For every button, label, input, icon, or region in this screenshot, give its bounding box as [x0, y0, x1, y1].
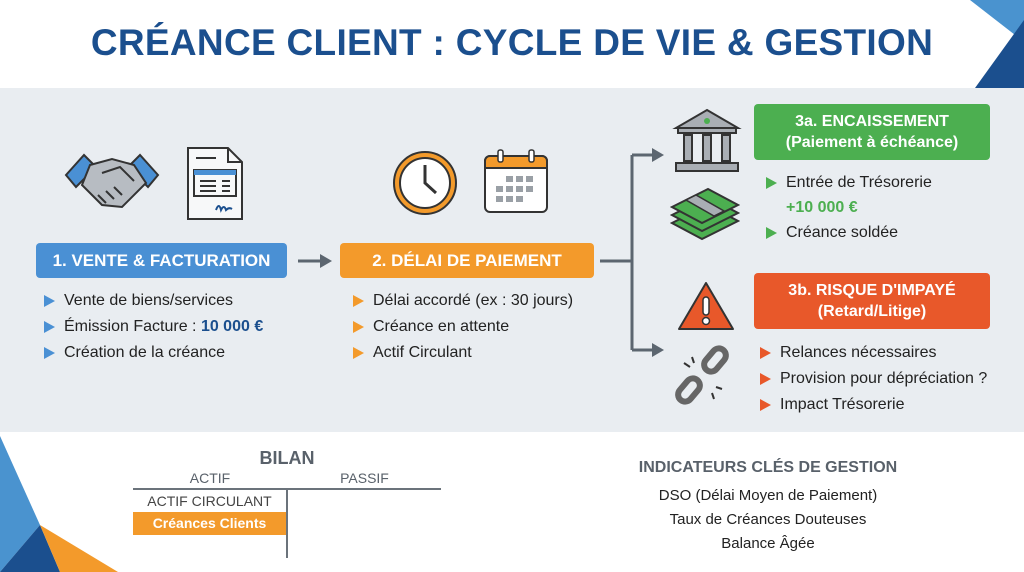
item-text: Émission Facture : [64, 318, 201, 335]
handshake-icon [64, 153, 160, 209]
bullet-icon [760, 347, 771, 359]
item-text: Actif Circulant [373, 344, 472, 361]
item-text: Délai accordé (ex : 30 jours) [373, 292, 574, 309]
item-text: Impact Trésorerie [780, 396, 905, 413]
bullet-icon [766, 226, 777, 239]
indicators-list: DSO (Délai Moyen de Paiement) Taux de Cr… [568, 484, 968, 556]
step-3b-risque-impaye: 3b. RISQUE D'IMPAYÉ (Retard/Litige) [754, 273, 990, 329]
item-text: Entrée de Trésorerie [786, 174, 932, 191]
cash-in-amount: +10 000 € [786, 199, 858, 216]
list-item: Création de la créance [44, 340, 263, 366]
indicator-item: DSO (Délai Moyen de Paiement) [658, 487, 878, 504]
item-text: Créance en attente [373, 318, 510, 335]
clock-icon [393, 151, 457, 215]
bullet-icon [353, 347, 364, 359]
list-item: Impact Trésorerie [760, 392, 987, 418]
step-3a-label: 3a. ENCAISSEMENT [795, 113, 949, 130]
bilan-title: BILAN [259, 448, 315, 468]
bilan-vertical-rule [286, 488, 288, 558]
bullet-icon [44, 295, 55, 307]
item-text: Relances nécessaires [780, 344, 937, 361]
step-1-vente-facturation: 1. VENTE & FACTURATION [36, 243, 287, 278]
page-title: CRÉANCE CLIENT : CYCLE DE VIE & GESTION [90, 22, 934, 63]
list-item: Provision pour dépréciation ? [760, 366, 987, 392]
step-1-list: Vente de biens/services Émission Facture… [44, 288, 263, 366]
bullet-icon [760, 399, 771, 411]
step-3a-list: Entrée de Trésorerie +10 000 € Créance s… [766, 170, 932, 245]
bilan-actif-circulant: ACTIF CIRCULANT [147, 493, 272, 509]
indicators-panel: INDICATEURS CLÉS DE GESTION DSO (Délai M… [568, 459, 968, 556]
bullet-icon [353, 321, 364, 333]
indicator-item: Balance Âgée [721, 535, 815, 552]
list-item: Émission Facture : 10 000 € [44, 314, 263, 340]
broken-chain-icon [675, 345, 729, 405]
invoice-amount: 10 000 € [200, 318, 264, 335]
step-2-label: 2. DÉLAI DE PAIEMENT [372, 250, 562, 270]
warning-icon [678, 282, 734, 330]
bullet-icon [766, 176, 777, 189]
step-3b-list: Relances nécessaires Provision pour dépr… [760, 340, 987, 418]
calendar-icon [484, 149, 548, 213]
bullet-icon [44, 321, 55, 333]
bilan-passif-header: PASSIF [340, 470, 389, 486]
bullet-icon [760, 373, 771, 385]
step-3b-label: 3b. RISQUE D'IMPAYÉ [788, 282, 956, 299]
list-item: Délai accordé (ex : 30 jours) [353, 288, 573, 314]
bullet-icon [353, 295, 364, 307]
invoice-document-icon [187, 147, 243, 220]
bullet-icon [44, 347, 55, 359]
step-2-delai-paiement: 2. DÉLAI DE PAIEMENT [340, 243, 594, 278]
list-item: Créance soldée [766, 220, 932, 245]
list-item: Créance en attente [353, 314, 573, 340]
bank-icon [672, 108, 742, 172]
step-3b-sub: (Retard/Litige) [817, 303, 927, 320]
step-2-list: Délai accordé (ex : 30 jours) Créance en… [353, 288, 573, 366]
list-item: Actif Circulant [353, 340, 573, 366]
step-1-label: 1. VENTE & FACTURATION [52, 250, 271, 270]
money-stack-icon [670, 187, 740, 241]
bilan-actif-header: ACTIF [189, 470, 231, 486]
step-3a-sub: (Paiement à échéance) [785, 134, 959, 151]
bilan-creances-clients: Créances Clients [133, 512, 286, 535]
item-text: Création de la créance [64, 344, 225, 361]
step-3a-encaissement: 3a. ENCAISSEMENT (Paiement à échéance) [754, 104, 990, 160]
list-item: Vente de biens/services [44, 288, 263, 314]
indicator-item: Taux de Créances Douteuses [669, 511, 867, 528]
indicators-title: INDICATEURS CLÉS DE GESTION [638, 459, 898, 476]
list-item: Relances nécessaires [760, 340, 987, 366]
item-text: Vente de biens/services [64, 292, 233, 309]
item-text: Créance soldée [786, 224, 899, 241]
item-text: Provision pour dépréciation ? [780, 370, 988, 387]
list-item: Entrée de Trésorerie [766, 170, 932, 195]
